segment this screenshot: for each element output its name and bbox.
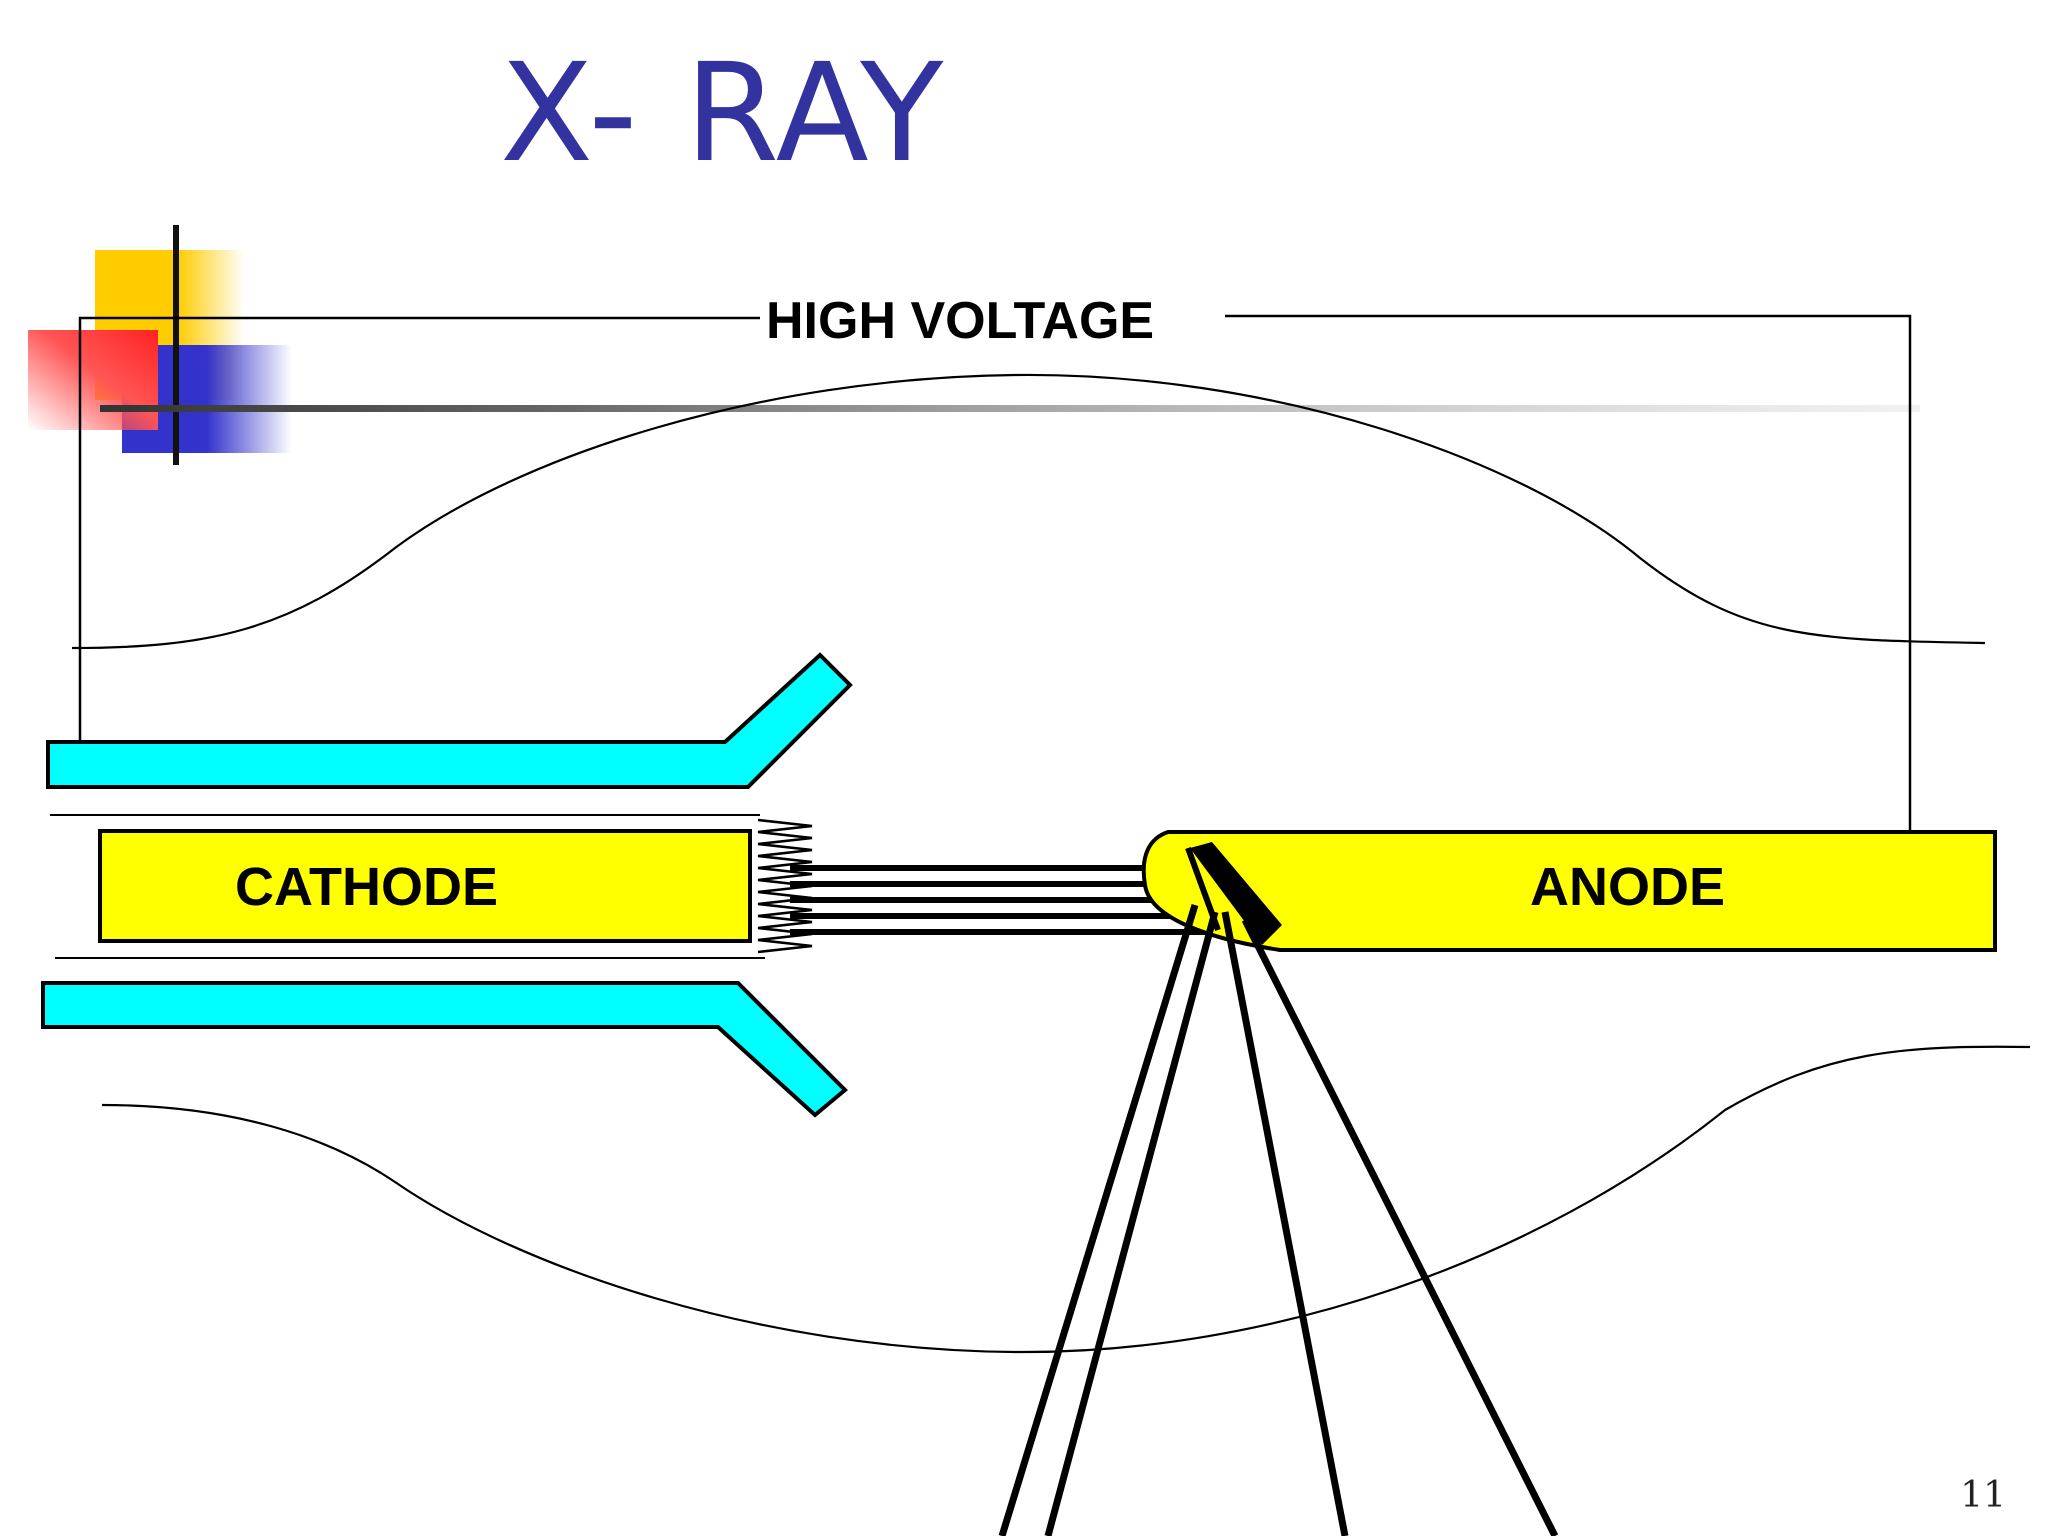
slide-title: X- RAY <box>500 35 946 193</box>
high-voltage-circuit-right <box>1225 314 1912 830</box>
deco-horizontal-rule <box>100 405 1920 412</box>
anode <box>1141 830 1997 952</box>
deco-vertical-bar <box>173 225 179 465</box>
electron-beam <box>790 865 1215 935</box>
anode-target <box>1190 842 1282 945</box>
page-number: 11 <box>1960 1475 2006 1516</box>
glass-envelope-bottom <box>101 1045 2031 1354</box>
anode-label: ANODE <box>1530 857 1725 917</box>
deco-red-square <box>28 330 158 430</box>
glass-envelope-top <box>71 373 1986 650</box>
high-voltage-label: HIGH VOLTAGE <box>766 292 1154 350</box>
focusing-cup-top <box>46 652 853 789</box>
xray-beam <box>998 903 1559 1536</box>
high-voltage-circuit-left <box>78 316 760 742</box>
cathode-label: CATHODE <box>235 857 498 917</box>
cathode <box>98 829 752 943</box>
focusing-cup-bottom <box>41 981 848 1118</box>
